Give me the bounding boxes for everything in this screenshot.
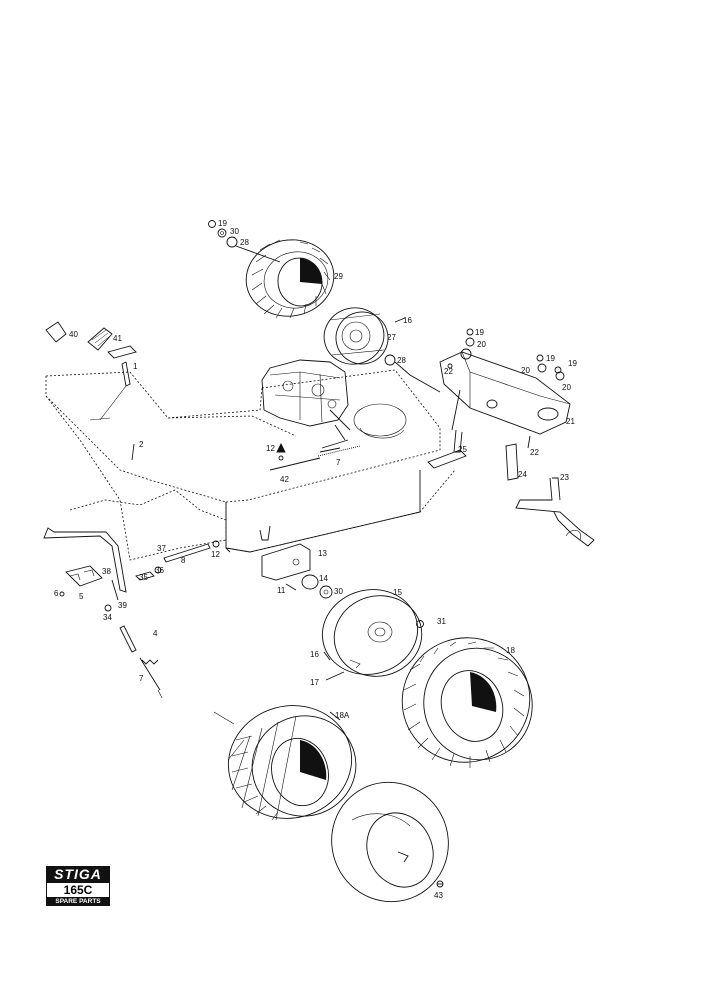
chassis-frame	[45, 369, 456, 561]
part-label: 27	[387, 333, 396, 342]
part-label: 42	[280, 475, 289, 484]
part-label: 1	[133, 362, 138, 371]
part-label: 36	[155, 566, 164, 575]
part-label: 28	[240, 238, 249, 247]
part-label: 18A	[335, 711, 350, 720]
inner-tube	[331, 781, 449, 903]
part-label: 40	[69, 330, 78, 339]
pedal-parts	[45, 321, 137, 461]
transmission-unit	[261, 359, 351, 441]
front-wheel-rim	[321, 589, 424, 681]
brake-spring-parts	[269, 439, 361, 471]
part-label: 23	[560, 473, 569, 482]
part-label: 21	[566, 417, 575, 426]
front-tire-18A	[213, 705, 357, 821]
part-label: 37	[157, 544, 166, 553]
part-label: 31	[437, 617, 446, 626]
part-label: 22	[444, 367, 453, 376]
front-tire-18	[401, 637, 533, 768]
part-label: 6	[54, 589, 59, 598]
front-axle-parts	[427, 328, 595, 547]
part-label: 4	[153, 629, 158, 638]
part-label: 19	[475, 328, 484, 337]
part-label: 30	[230, 227, 239, 236]
part-label: 5	[79, 592, 84, 601]
rear-wheel-top	[245, 239, 335, 319]
part-label: 28	[397, 356, 406, 365]
stiga-logo: STIGA 165C SPARE PARTS	[46, 866, 110, 906]
part-label: 7	[336, 458, 341, 467]
part-label: 24	[518, 470, 527, 479]
part-label: 8	[181, 556, 186, 565]
part-label: 20	[477, 340, 486, 349]
part-label: 35	[139, 573, 148, 582]
part-label: 25	[458, 445, 467, 454]
part-label: 39	[118, 601, 127, 610]
part-label: 16	[310, 650, 319, 659]
part-label: 19	[546, 354, 555, 363]
part-label: 16	[403, 316, 412, 325]
part-label: 13	[318, 549, 327, 558]
part-label: 12	[266, 444, 275, 453]
logo-brand: STIGA	[46, 866, 110, 883]
part-label: 17	[310, 678, 319, 687]
part-label: 19	[568, 359, 577, 368]
logo-model: 165C	[46, 883, 110, 897]
part-label: 20	[562, 383, 571, 392]
top-wheel-hardware	[208, 220, 441, 393]
part-label: 41	[113, 334, 122, 343]
part-label: 20	[521, 366, 530, 375]
axle-bracket-parts	[261, 543, 333, 599]
wheel-hub-27	[323, 307, 389, 365]
part-label: 29	[334, 272, 343, 281]
part-label: 22	[530, 448, 539, 457]
part-label: 15	[393, 588, 402, 597]
lever-linkage	[43, 527, 220, 699]
part-label: 19	[218, 219, 227, 228]
part-label: 43	[434, 891, 443, 900]
part-label: 7	[139, 674, 144, 683]
part-label: 14	[319, 574, 328, 583]
part-labels: 19 30 28 29 16 27 28 40 41 1 2 12 42 7 1…	[54, 219, 577, 900]
part-label: 11	[277, 586, 286, 595]
logo-subtitle: SPARE PARTS	[46, 897, 110, 906]
valve-cap	[436, 880, 444, 888]
part-label: 18	[506, 646, 515, 655]
part-label: 2	[139, 440, 144, 449]
part-label: 30	[334, 587, 343, 596]
part-label: 38	[102, 567, 111, 576]
part-label: 34	[103, 613, 112, 622]
part-label: 12	[211, 550, 220, 559]
